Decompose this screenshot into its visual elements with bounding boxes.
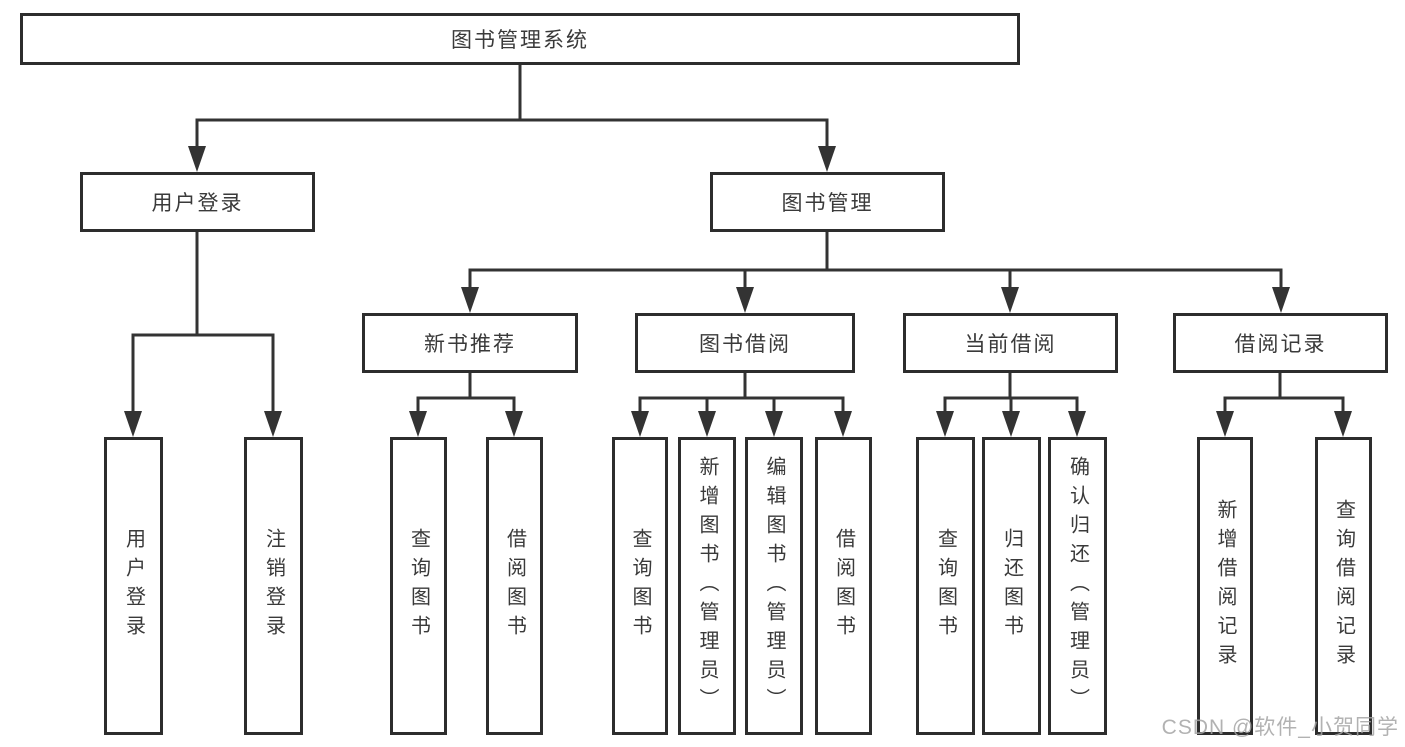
arrowhead-cb-confirm: [1068, 411, 1086, 437]
csdn-watermark: CSDN @软件_小贺同学: [1161, 716, 1399, 739]
arrowhead-cb-query: [936, 411, 954, 437]
arrowhead-book-mgmt: [818, 146, 836, 172]
leaf-current-query-books: 查询图书: [916, 437, 975, 735]
node-borrow-records-label: 借阅记录: [1234, 333, 1327, 356]
arrowhead-bb-add: [698, 411, 716, 437]
leaf-newbook-borrow-books: 借阅图书: [486, 437, 543, 735]
leaf-current-query-books-label: 查询图书: [934, 528, 957, 644]
leaf-borrow-query-books: 查询图书: [612, 437, 668, 735]
arrowhead-user-login: [188, 146, 206, 172]
arrowhead-leaf-login: [124, 411, 142, 437]
node-new-book-recommend-label: 新书推荐: [424, 333, 516, 356]
arrowhead-cb-return: [1002, 411, 1020, 437]
node-root: 图书管理系统: [20, 13, 1020, 65]
node-book-borrow: 图书借阅: [635, 313, 855, 373]
node-borrow-records: 借阅记录: [1173, 313, 1388, 373]
leaf-query-borrow-record-label: 查询借阅记录: [1332, 499, 1355, 673]
leaf-borrow-borrow-books: 借阅图书: [815, 437, 872, 735]
arrowhead-leaf-logout: [264, 411, 282, 437]
arrowhead-currentborrow: [1001, 287, 1019, 313]
node-book-management: 图书管理: [710, 172, 945, 232]
arrowhead-nb-borrow: [505, 411, 523, 437]
leaf-edit-book-admin: 编辑图书（管理员）: [745, 437, 803, 735]
leaf-user-login: 用户登录: [104, 437, 163, 735]
leaf-newbook-query-books-label: 查询图书: [407, 528, 430, 644]
leaf-borrow-borrow-books-label: 借阅图书: [832, 528, 855, 644]
arrowhead-nb-query: [409, 411, 427, 437]
leaf-add-book-admin-label: 新增图书（管理员）: [696, 455, 718, 717]
node-current-borrow: 当前借阅: [903, 313, 1118, 373]
leaf-newbook-borrow-books-label: 借阅图书: [503, 528, 526, 644]
arrowhead-br-query: [1334, 411, 1352, 437]
node-new-book-recommend: 新书推荐: [362, 313, 578, 373]
leaf-borrow-query-books-label: 查询图书: [629, 528, 651, 644]
leaf-logout: 注销登录: [244, 437, 303, 735]
leaf-logout-label: 注销登录: [262, 528, 285, 644]
leaf-edit-book-admin-label: 编辑图书（管理员）: [763, 455, 785, 717]
leaf-add-borrow-record: 新增借阅记录: [1197, 437, 1253, 735]
leaf-query-borrow-record: 查询借阅记录: [1315, 437, 1372, 735]
arrowhead-bb-query: [631, 411, 649, 437]
arrowhead-br-add: [1216, 411, 1234, 437]
leaf-add-borrow-record-label: 新增借阅记录: [1214, 499, 1236, 673]
arrowhead-borrowrecord: [1272, 287, 1290, 313]
arrowhead-bookborrow: [736, 287, 754, 313]
arrowhead-newbook: [461, 287, 479, 313]
leaf-return-books-label: 归还图书: [1000, 528, 1023, 644]
leaf-confirm-return-admin-label: 确认归还（管理员）: [1066, 455, 1089, 717]
node-current-borrow-label: 当前借阅: [964, 333, 1057, 356]
node-user-login: 用户登录: [80, 172, 315, 232]
node-user-login-label: 用户登录: [151, 192, 244, 215]
arrowhead-bb-borrow: [834, 411, 852, 437]
arrowhead-bb-edit: [765, 411, 783, 437]
leaf-return-books: 归还图书: [982, 437, 1041, 735]
node-book-borrow-label: 图书借阅: [699, 333, 791, 356]
leaf-user-login-label: 用户登录: [122, 528, 145, 644]
leaf-confirm-return-admin: 确认归还（管理员）: [1048, 437, 1107, 735]
leaf-newbook-query-books: 查询图书: [390, 437, 447, 735]
leaf-add-book-admin: 新增图书（管理员）: [678, 437, 736, 735]
node-root-label: 图书管理系统: [451, 29, 589, 52]
node-book-management-label: 图书管理: [781, 192, 874, 215]
